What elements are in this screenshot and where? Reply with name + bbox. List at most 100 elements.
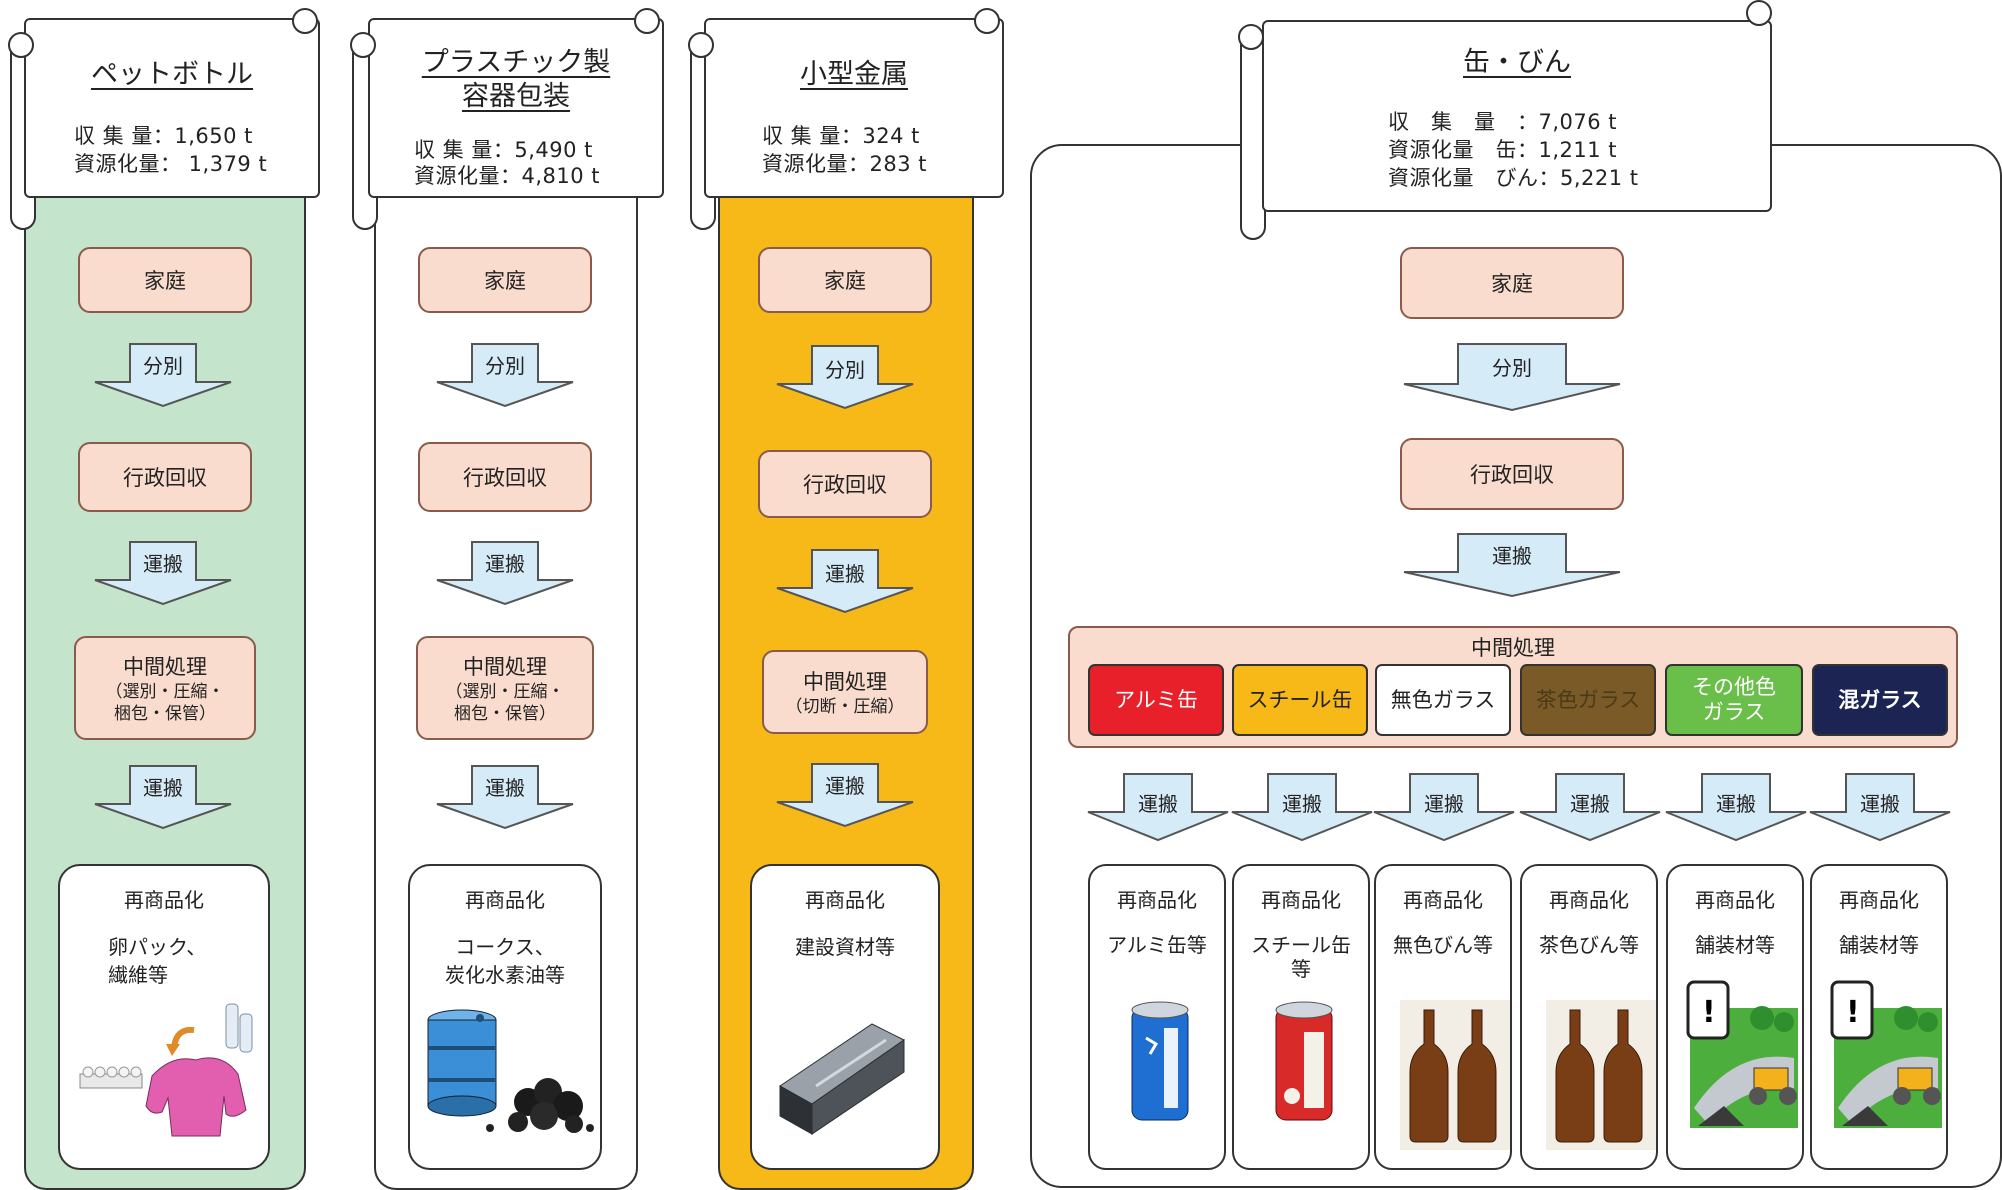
- material-3: 無色ガラス: [1375, 664, 1511, 736]
- sort-arrow: 分別: [93, 342, 233, 408]
- stat-collected: 収 集 量：324 t: [762, 124, 920, 148]
- stat-collected: 収 集 量：1,650 t: [74, 124, 253, 148]
- intermediate-detail: （切断・圧縮）: [785, 697, 905, 717]
- product-text: コークス、 炭化水素油等: [445, 935, 565, 987]
- drum-and-coke-icon: [427, 1009, 594, 1133]
- sort-arrow: 分別: [435, 342, 575, 408]
- stat-recycled: 資源化量： 1,379 t: [74, 152, 268, 176]
- transport-label: 運搬: [485, 552, 525, 576]
- intermediate-box: 中間処理 （切断・圧縮）: [762, 650, 928, 734]
- material-4: 茶色ガラス: [1520, 664, 1656, 736]
- recommercialize-label: 再商品化: [124, 888, 204, 912]
- collection-box: 行政回収: [418, 442, 592, 512]
- intermediate-label: 中間処理: [1471, 636, 1555, 660]
- title-scroll: 小型金属 収 集 量：324 t 資源化量：283 t: [704, 18, 1004, 198]
- egg-carton-fleece-icon: [79, 1003, 253, 1137]
- transport-label: 運搬: [1716, 792, 1756, 816]
- brown-bottles-icon: [1546, 1000, 1656, 1154]
- collection-box: 行政回収: [1400, 438, 1624, 510]
- transport-label: 運搬: [485, 776, 525, 800]
- transport-label: 運搬: [1424, 792, 1464, 816]
- scroll-curl-top: [1746, 0, 1772, 26]
- steel-block-icon: [779, 1023, 905, 1135]
- recommercialize-box: 再商品化 コークス、 炭化水素油等: [408, 864, 602, 1170]
- transport-label: 運搬: [1282, 792, 1322, 816]
- paving-material-icon: !: [1684, 978, 1804, 1142]
- stat-recycled-cans: 資源化量 缶：1,211 t: [1388, 138, 1618, 162]
- transport-label: 運搬: [143, 552, 183, 576]
- material-1: アルミ缶: [1088, 664, 1224, 736]
- recommercialize-label: 再商品化: [1117, 888, 1197, 912]
- transport-arrow: 運搬: [1086, 772, 1230, 842]
- sort-label: 分別: [143, 354, 183, 378]
- recommercialize-label: 再商品化: [1839, 888, 1919, 912]
- material-6: 混ガラス: [1812, 664, 1948, 736]
- collection-box: 行政回収: [78, 442, 252, 512]
- scroll-curl-left: [1238, 24, 1264, 50]
- sort-label: 分別: [825, 358, 865, 382]
- sort-label: 分別: [1492, 356, 1532, 380]
- recommercialize-box: 再商品化 卵パック、 繊維等: [58, 864, 270, 1170]
- scroll-curl-left: [350, 32, 376, 58]
- transport-label: 運搬: [825, 774, 865, 798]
- paving-material-icon: !: [1828, 978, 1948, 1142]
- transport-label: 運搬: [1138, 792, 1178, 816]
- stat-recycled-bottles: 資源化量 びん：5,221 t: [1388, 166, 1639, 190]
- household-box: 家庭: [1400, 247, 1624, 319]
- recommercialize-label: 再商品化: [1695, 888, 1775, 912]
- stat-recycled: 資源化量：283 t: [762, 152, 927, 176]
- recommercialize-box: 再商品化舗装材等!: [1810, 864, 1948, 1170]
- sort-arrow: 分別: [775, 344, 915, 410]
- transport-arrow: 運搬: [1230, 772, 1374, 842]
- intermediate-label: 中間処理: [803, 670, 887, 694]
- recommercialize-label: 再商品化: [805, 888, 885, 912]
- household-box: 家庭: [78, 247, 252, 313]
- intermediate-detail: （選別・圧縮・ 梱包・保管）: [445, 682, 565, 724]
- material-5: その他色 ガラス: [1665, 664, 1803, 736]
- scroll-curl-left: [688, 32, 714, 58]
- scroll-curl-top: [292, 8, 318, 34]
- stat-collected: 収 集 量：5,490 t: [414, 138, 593, 162]
- transport-arrow: 運搬: [1402, 532, 1622, 598]
- recommercialize-label: 再商品化: [1549, 888, 1629, 912]
- scroll-curl-top: [974, 8, 1000, 34]
- clear-bottles-icon: [1400, 1000, 1510, 1154]
- transport-arrow: 運搬: [1808, 772, 1952, 842]
- sort-label: 分別: [485, 354, 525, 378]
- transport-arrow-1: 運搬: [435, 540, 575, 606]
- transport-arrow-1: 運搬: [775, 548, 915, 614]
- product-text: 無色びん等: [1393, 933, 1493, 957]
- recommercialize-box: 再商品化無色びん等: [1374, 864, 1512, 1170]
- transport-label: 運搬: [825, 562, 865, 586]
- product-text: 卵パック、 繊維等: [108, 935, 207, 987]
- transport-arrow-2: 運搬: [775, 762, 915, 828]
- household-box: 家庭: [758, 247, 932, 313]
- svg-text:!: !: [1846, 995, 1860, 1030]
- recommercialize-box: 再商品化 建設資材等: [750, 864, 940, 1170]
- material-2: スチール缶: [1232, 664, 1368, 736]
- product-text: 舗装材等: [1695, 933, 1775, 957]
- title-scroll: プラスチック製 容器包装 収 集 量：5,490 t 資源化量：4,810 t: [368, 18, 664, 198]
- scroll-curl-top: [634, 8, 660, 34]
- intermediate-label: 中間処理: [463, 655, 547, 679]
- transport-label: 運搬: [143, 776, 183, 800]
- recommercialize-label: 再商品化: [465, 888, 545, 912]
- aluminum-can-icon: [1120, 998, 1200, 1132]
- column-title: プラスチック製 容器包装: [421, 47, 611, 112]
- column-title: ペットボトル: [91, 59, 253, 90]
- title-scroll: 缶・びん 収 集 量 ：7,076 t 資源化量 缶：1,211 t 資源化量 …: [1262, 20, 1772, 212]
- transport-label: 運搬: [1492, 544, 1532, 568]
- stat-collected: 収 集 量 ：7,076 t: [1388, 110, 1618, 134]
- transport-arrow-2: 運搬: [435, 764, 575, 830]
- product-text: アルミ缶等: [1107, 933, 1207, 957]
- transport-arrow: 運搬: [1664, 772, 1808, 842]
- intermediate-detail: （選別・圧縮・ 梱包・保管）: [105, 682, 225, 724]
- transport-arrow: 運搬: [1372, 772, 1516, 842]
- transport-label: 運搬: [1860, 792, 1900, 816]
- collection-box: 行政回収: [758, 450, 932, 518]
- svg-text:!: !: [1702, 995, 1716, 1030]
- product-text: スチール缶 等: [1251, 933, 1351, 981]
- transport-arrow: 運搬: [1518, 772, 1662, 842]
- product-text: 建設資材等: [795, 935, 895, 959]
- product-text: 茶色びん等: [1539, 933, 1639, 957]
